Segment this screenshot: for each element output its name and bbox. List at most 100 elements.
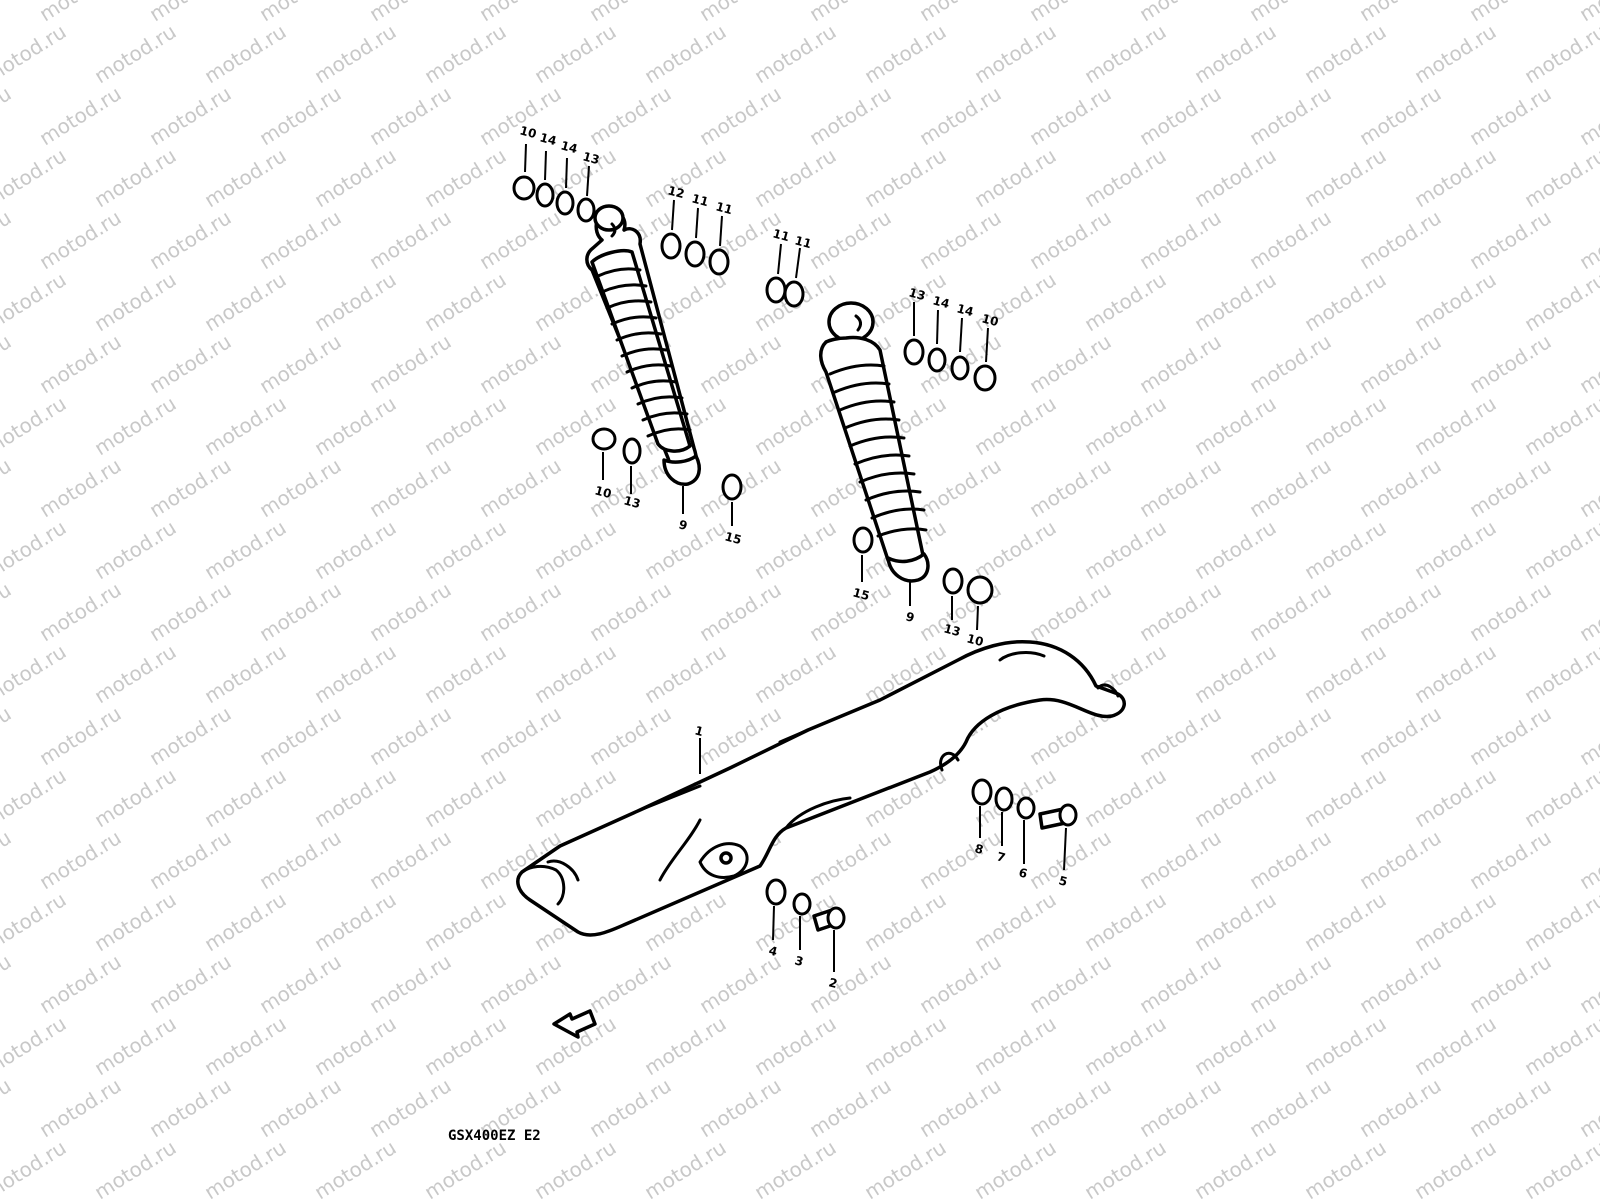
watermark-text: motod.ru bbox=[1465, 577, 1556, 646]
watermark-text: motod.ru bbox=[805, 825, 896, 894]
watermark-text: motod.ru bbox=[145, 453, 236, 522]
watermark-text: motod.ru bbox=[750, 1011, 841, 1080]
watermark-text: motod.ru bbox=[1300, 887, 1391, 956]
callout-label: 6 bbox=[1017, 865, 1029, 881]
watermark-text: motod.ru bbox=[915, 1073, 1006, 1142]
callout-label: 10 bbox=[980, 311, 1000, 329]
watermark-text: motod.ru bbox=[1355, 949, 1446, 1018]
watermark-text: motod.ru bbox=[750, 391, 841, 460]
watermark-text: motod.ru bbox=[1575, 329, 1600, 398]
watermark-text: motod.ru bbox=[1575, 701, 1600, 770]
watermark-text: motod.ru bbox=[0, 267, 70, 336]
watermark-text: motod.ru bbox=[805, 205, 896, 274]
watermark-text: motod.ru bbox=[1080, 887, 1171, 956]
watermark-text: motod.ru bbox=[1080, 1011, 1171, 1080]
watermark-text: motod.ru bbox=[1025, 825, 1116, 894]
watermark-text: motod.ru bbox=[1245, 577, 1336, 646]
watermark-text: motod.ru bbox=[1300, 1135, 1391, 1200]
watermark-text: motod.ru bbox=[200, 887, 291, 956]
watermark-text: motod.ru bbox=[1135, 949, 1226, 1018]
watermark-text: motod.ru bbox=[1300, 143, 1391, 212]
watermark-text: motod.ru bbox=[1190, 639, 1281, 708]
watermark-text: motod.ru bbox=[0, 1073, 15, 1142]
watermark-text: motod.ru bbox=[1025, 205, 1116, 274]
watermark-text: motod.ru bbox=[970, 267, 1061, 336]
watermark-text: motod.ru bbox=[255, 205, 346, 274]
watermark-text: motod.ru bbox=[310, 391, 401, 460]
watermark-text: motod.ru bbox=[860, 19, 951, 88]
watermark-text: motod.ru bbox=[1135, 1073, 1226, 1142]
watermark-text: motod.ru bbox=[1190, 1135, 1281, 1200]
watermark-text: motod.ru bbox=[970, 515, 1061, 584]
watermark-text: motod.ru bbox=[915, 949, 1006, 1018]
watermark-text: motod.ru bbox=[1025, 81, 1116, 150]
callout-labels: 10 14 14 13 12 11 11 11 11 13 14 14 10 1… bbox=[518, 123, 1069, 991]
watermark-text: motod.ru bbox=[35, 0, 126, 26]
watermark-text: motod.ru bbox=[1465, 329, 1556, 398]
watermark-text: motod.ru bbox=[640, 639, 731, 708]
watermark-text: motod.ru bbox=[255, 81, 346, 150]
watermark-text: motod.ru bbox=[420, 639, 511, 708]
washer-13-lower-left bbox=[622, 437, 642, 465]
watermark-text: motod.ru bbox=[1520, 639, 1600, 708]
shock-absorber-right bbox=[819, 301, 930, 583]
watermark-text: motod.ru bbox=[695, 329, 786, 398]
watermark-text: motod.ru bbox=[90, 1011, 181, 1080]
watermark-text: motod.ru bbox=[0, 1135, 70, 1200]
washer-14-b bbox=[555, 190, 575, 216]
watermark-text: motod.ru bbox=[420, 391, 511, 460]
callout-label: 14 bbox=[559, 138, 579, 156]
watermark-text: motod.ru bbox=[640, 1011, 731, 1080]
watermark-text: motod.ru bbox=[200, 639, 291, 708]
watermark-text: motod.ru bbox=[530, 1135, 621, 1200]
washer-13-right bbox=[903, 338, 925, 366]
watermark-text: motod.ru bbox=[255, 1073, 346, 1142]
watermark-text: motod.ru bbox=[1355, 205, 1446, 274]
watermark-text: motod.ru bbox=[1025, 453, 1116, 522]
callout-label: 9 bbox=[904, 609, 916, 625]
washer-7 bbox=[994, 786, 1014, 812]
watermark-text: motod.ru bbox=[585, 0, 676, 26]
watermark-text: motod.ru bbox=[1190, 19, 1281, 88]
watermark-text: motod.ru bbox=[970, 1011, 1061, 1080]
watermark-text: motod.ru bbox=[860, 1011, 951, 1080]
callout-label: 11 bbox=[714, 199, 734, 217]
nut-10-right bbox=[973, 364, 997, 392]
watermark-text: motod.ru bbox=[1025, 577, 1116, 646]
watermark-text: motod.ru bbox=[310, 515, 401, 584]
watermark-text: motod.ru bbox=[310, 19, 401, 88]
watermark-text: motod.ru bbox=[1245, 1073, 1336, 1142]
watermark-text: motod.ru bbox=[475, 0, 566, 26]
watermark-text: motod.ru bbox=[1520, 267, 1600, 336]
watermark-text: motod.ru bbox=[1520, 515, 1600, 584]
washer-8 bbox=[971, 778, 993, 806]
watermark-text: motod.ru bbox=[145, 577, 236, 646]
watermark-text: motod.ru bbox=[1300, 639, 1391, 708]
callout-label: 7 bbox=[995, 849, 1007, 865]
watermark-text: motod.ru bbox=[1245, 949, 1336, 1018]
washer-14-c bbox=[927, 347, 947, 373]
watermark-text: motod.ru bbox=[145, 81, 236, 150]
watermark-text: motod.ru bbox=[0, 329, 15, 398]
watermark-text: motod.ru bbox=[0, 1011, 70, 1080]
watermark-text: motod.ru bbox=[1245, 329, 1336, 398]
shock-absorber-left bbox=[585, 204, 702, 486]
watermark-text: motod.ru bbox=[1080, 763, 1171, 832]
callout-label: 10 bbox=[518, 123, 538, 141]
watermark-text: motod.ru bbox=[1465, 701, 1556, 770]
watermark-text: motod.ru bbox=[1245, 825, 1336, 894]
hardware-group bbox=[512, 175, 1078, 932]
watermark-text: motod.ru bbox=[0, 949, 15, 1018]
watermark-text: motod.ru bbox=[200, 1011, 291, 1080]
watermark-text: motod.ru bbox=[1080, 515, 1171, 584]
watermark-text: motod.ru bbox=[310, 267, 401, 336]
watermark-text: motod.ru bbox=[365, 825, 456, 894]
callout-label: 8 bbox=[973, 841, 985, 857]
watermark-text: motod.ru bbox=[640, 19, 731, 88]
watermark-text: motod.ru bbox=[1355, 1073, 1446, 1142]
watermark-text: motod.ru bbox=[35, 701, 126, 770]
watermark-text: motod.ru bbox=[475, 577, 566, 646]
washer-11-d bbox=[783, 280, 805, 308]
watermark-text: motod.ru bbox=[1300, 19, 1391, 88]
watermark-text: motod.ru bbox=[1135, 701, 1226, 770]
